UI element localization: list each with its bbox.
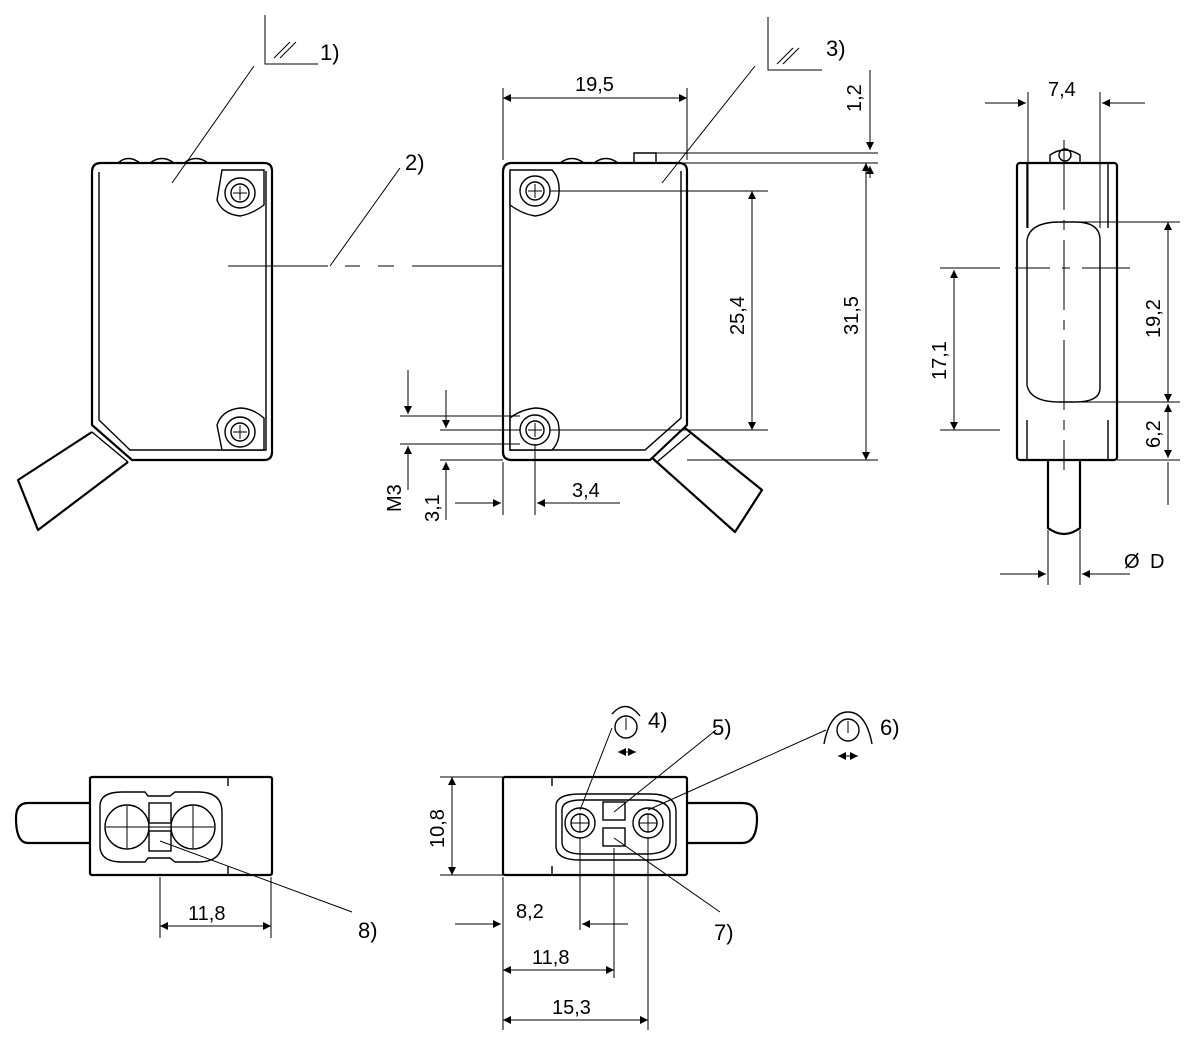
callout-4-label: 4) <box>648 708 668 733</box>
callout-8-label: 8) <box>358 918 378 943</box>
callout-7-label: 7) <box>714 920 734 945</box>
bottom-view-right: 4) 5) 6) 7) 10,8 8,2 11,8 15,3 <box>427 705 900 1030</box>
callout-2-label: 2) <box>405 150 425 175</box>
dim-3-1: 3,1 <box>422 494 444 522</box>
dim-diameter: D <box>1150 551 1164 573</box>
dim-25-4: 25,4 <box>727 296 749 335</box>
dim-17-1: 17,1 <box>929 341 951 380</box>
dim-8-2: 8,2 <box>516 901 544 923</box>
front-view-right: 3) 19,5 1,2 31,5 25,4 M3 3,1 3,4 <box>384 17 878 534</box>
dim-3-4: 3,4 <box>572 480 600 502</box>
dim-15-3: 15,3 <box>552 997 591 1019</box>
dim-1-2: 1,2 <box>844 84 866 112</box>
dim-7-4: 7,4 <box>1048 79 1076 101</box>
dim-10-8: 10,8 <box>427 809 449 848</box>
callout-3-label: 3) <box>826 36 846 61</box>
dim-M3: M3 <box>384 484 406 512</box>
dim-bottom-right-11-8: 11,8 <box>532 947 569 969</box>
callout-5-label: 5) <box>712 715 732 740</box>
callout-1-label: 1) <box>320 40 340 65</box>
dim-19-5: 19,5 <box>575 74 614 96</box>
dim-diameter-symbol: Ø <box>1124 551 1140 573</box>
front-view-left: 1) 2) <box>16 15 550 532</box>
bottom-view-left: 11,8 8) <box>14 775 378 943</box>
callout-6-label: 6) <box>880 715 900 740</box>
dim-31-5: 31,5 <box>841 296 863 335</box>
dim-bottom-left-11-8: 11,8 <box>188 903 225 925</box>
dim-19-2: 19,2 <box>1143 299 1165 338</box>
dim-6-2: 6,2 <box>1143 420 1165 448</box>
side-view: 7,4 17,1 19,2 6,2 Ø D <box>929 79 1180 585</box>
